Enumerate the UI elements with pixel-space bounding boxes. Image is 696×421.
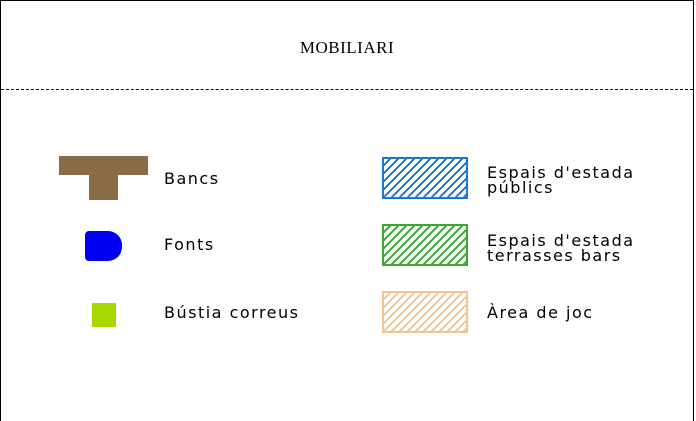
legend-label-bancs: Bancs	[164, 169, 220, 188]
bench-icon	[59, 156, 148, 175]
legend-label-fonts: Fonts	[164, 235, 215, 254]
fountain-icon	[85, 231, 122, 261]
legend-label-espais-publics-2: públics	[487, 178, 554, 197]
legend-label-area-joc: Àrea de joc	[487, 303, 594, 322]
bench-leg-icon	[89, 175, 118, 200]
legend-title: MOBILIARI	[299, 38, 395, 57]
hatch-blue-icon	[382, 157, 468, 199]
legend-label-espais-terrasses-2: terrasses bars	[487, 246, 622, 265]
legend-label-bustia: Bústia correus	[164, 303, 300, 322]
mailbox-icon	[92, 303, 116, 327]
hatch-green-icon	[382, 224, 468, 266]
legend-label-espais-terrasses-1: Espais d'estada	[487, 231, 635, 250]
title-divider	[1, 89, 693, 90]
hatch-orange-icon	[382, 291, 468, 333]
legend-label-espais-publics-1: Espais d'estada	[487, 163, 635, 182]
